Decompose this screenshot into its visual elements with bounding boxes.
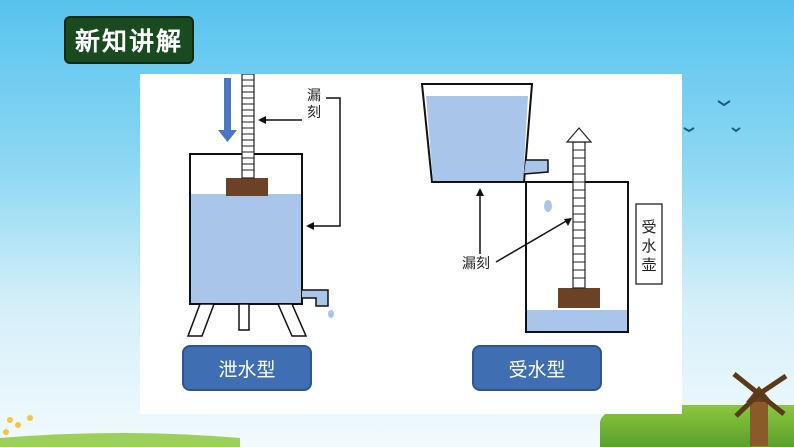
graduated-rod xyxy=(241,74,255,179)
water-drop-icon xyxy=(544,200,552,212)
inflow-caption: 受水型 xyxy=(472,345,602,391)
float-block xyxy=(558,288,600,308)
feeding-water xyxy=(426,96,528,181)
feeding-spout xyxy=(523,159,549,175)
outflow-water xyxy=(191,194,301,303)
bird-icon xyxy=(683,127,695,133)
outflow-rod-annotation: 漏刻 xyxy=(307,88,321,121)
outflow-clock xyxy=(186,74,341,337)
bird-icon xyxy=(717,100,731,107)
bird-icon xyxy=(731,127,741,133)
page-title: 新知讲解 xyxy=(64,16,194,64)
flowers-icon xyxy=(3,415,33,435)
windmill-icon xyxy=(732,372,788,446)
down-arrow-icon xyxy=(218,78,237,142)
outflow-spout xyxy=(302,289,329,307)
receiving-water xyxy=(527,310,627,331)
inflow-clock xyxy=(420,83,663,333)
inflow-rod-annotation: 漏刻 xyxy=(462,256,490,272)
vessel-label-frame xyxy=(635,203,663,285)
water-clocks-diagram xyxy=(186,74,663,337)
graduated-rod xyxy=(572,141,586,289)
receiving-vessel-label: 受水壶 xyxy=(641,218,657,274)
water-drop-icon xyxy=(328,310,334,318)
outflow-caption: 泄水型 xyxy=(182,345,312,391)
float-block xyxy=(226,178,268,196)
up-arrow-icon xyxy=(565,127,593,143)
